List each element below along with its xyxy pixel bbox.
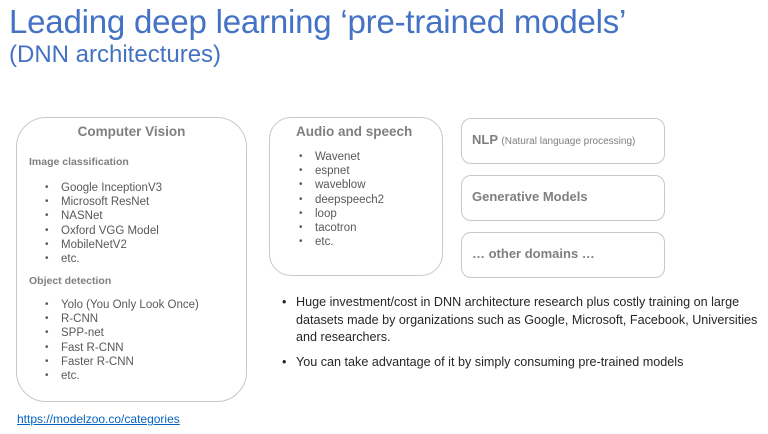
audio-speech-box: Audio and speech Wavenet espnet waveblow… [269, 117, 443, 276]
list-item: etc. [45, 369, 199, 383]
image-classification-heading: Image classification [29, 156, 129, 168]
computer-vision-box: Computer Vision Image classification Goo… [16, 117, 247, 402]
list-item: loop [299, 207, 384, 221]
list-item: tacotron [299, 221, 384, 235]
generative-models-label: Generative Models [472, 189, 588, 204]
list-item: etc. [299, 235, 384, 249]
slide-title: Leading deep learning ‘pre-trained model… [9, 3, 627, 40]
nlp-label: NLP (Natural language processing) [472, 132, 635, 147]
object-detection-heading: Object detection [29, 275, 112, 287]
slide-subtitle: (DNN architectures) [9, 41, 222, 68]
nlp-subtitle: (Natural language processing) [501, 136, 636, 147]
list-item: waveblow [299, 178, 384, 192]
list-item: Yolo (You Only Look Once) [45, 298, 199, 312]
key-points-list: Huge investment/cost in DNN architecture… [282, 294, 768, 378]
list-item: Wavenet [299, 150, 384, 164]
key-point: You can take advantage of it by simply c… [282, 354, 768, 372]
list-item: deepspeech2 [299, 193, 384, 207]
audio-speech-list: Wavenet espnet waveblow deepspeech2 loop… [299, 150, 384, 250]
modelzoo-link[interactable]: https://modelzoo.co/categories [17, 412, 180, 426]
list-item: espnet [299, 164, 384, 178]
list-item: Faster R-CNN [45, 355, 199, 369]
list-item: NASNet [45, 209, 162, 223]
list-item: Fast R-CNN [45, 341, 199, 355]
image-classification-list: Google InceptionV3 Microsoft ResNet NASN… [45, 181, 162, 266]
audio-speech-title: Audio and speech [296, 124, 413, 139]
list-item: Microsoft ResNet [45, 195, 162, 209]
list-item: MobileNetV2 [45, 238, 162, 252]
key-point: Huge investment/cost in DNN architecture… [282, 294, 768, 347]
nlp-title: NLP [472, 132, 498, 147]
object-detection-list: Yolo (You Only Look Once) R-CNN SPP-net … [45, 298, 199, 383]
other-domains-label: … other domains … [472, 246, 595, 261]
list-item: R-CNN [45, 312, 199, 326]
list-item: Google InceptionV3 [45, 181, 162, 195]
computer-vision-title: Computer Vision [77, 124, 186, 139]
nlp-box: NLP (Natural language processing) [461, 118, 665, 164]
list-item: SPP-net [45, 326, 199, 340]
list-item: Oxford VGG Model [45, 224, 162, 238]
list-item: etc. [45, 252, 162, 266]
generative-models-box: Generative Models [461, 175, 665, 221]
other-domains-box: … other domains … [461, 232, 665, 278]
